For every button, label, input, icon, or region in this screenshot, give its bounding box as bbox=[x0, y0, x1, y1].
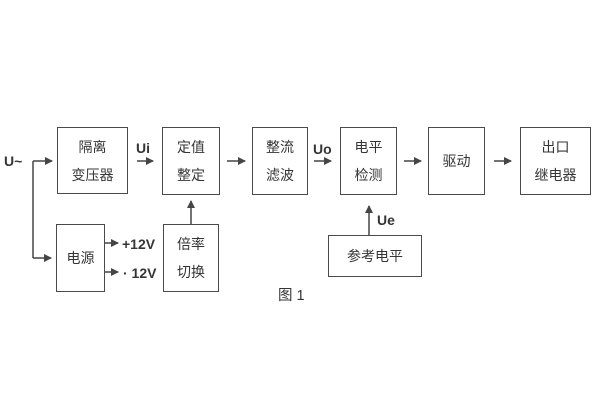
block-output-relay: 出口 继电器 bbox=[520, 127, 591, 195]
block-label: 切换 bbox=[177, 264, 205, 280]
block-driver: 驱动 bbox=[428, 127, 485, 195]
block-ratio-switching: 倍率 切换 bbox=[163, 224, 219, 292]
block-label: 参考电平 bbox=[347, 248, 403, 264]
block-level-detection: 电平 检测 bbox=[340, 127, 397, 195]
block-reference-level: 参考电平 bbox=[328, 235, 422, 277]
block-label: 出口 bbox=[541, 139, 570, 155]
block-power-supply: 电源 bbox=[56, 224, 105, 292]
label-uo: Uo bbox=[313, 141, 332, 157]
label-minus-12v: · 12V bbox=[123, 265, 157, 281]
block-label: 驱动 bbox=[442, 153, 471, 169]
figure-caption: 图 1 bbox=[278, 288, 305, 304]
block-isolation-transformer: 隔离 变压器 bbox=[57, 127, 128, 194]
block-label: 倍率 bbox=[177, 236, 205, 252]
block-label: 电平 bbox=[354, 139, 383, 155]
block-label: 隔离 bbox=[78, 138, 107, 155]
block-setting-adjustment: 定值 整定 bbox=[162, 127, 220, 195]
block-label: 检测 bbox=[354, 167, 383, 183]
block-label: 滤波 bbox=[266, 167, 294, 183]
label-ui: Ui bbox=[136, 140, 150, 156]
block-label: 变压器 bbox=[71, 166, 114, 183]
block-rectifier-filter: 整流 滤波 bbox=[252, 127, 308, 195]
label-input-voltage: U~ bbox=[4, 153, 23, 169]
block-label: 整流 bbox=[266, 139, 294, 155]
label-plus-12v: +12V bbox=[122, 236, 156, 252]
block-label: 整定 bbox=[177, 167, 205, 183]
block-label: 继电器 bbox=[534, 167, 577, 183]
block-label: 电源 bbox=[66, 250, 95, 266]
block-label: 定值 bbox=[177, 139, 205, 155]
label-ue: Ue bbox=[377, 212, 395, 228]
